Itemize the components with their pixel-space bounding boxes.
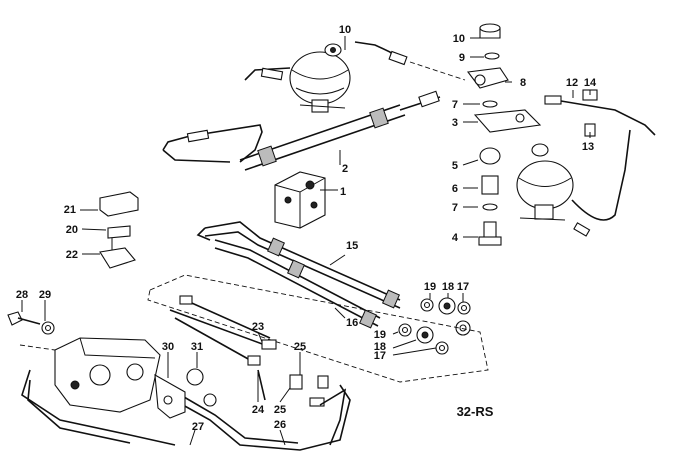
callout-24: 24: [252, 404, 265, 416]
callout-12: 12: [566, 77, 578, 89]
callout-17-lower: 17: [374, 350, 386, 362]
pressure-accumulator-upper: [289, 43, 351, 113]
callout-16: 16: [346, 317, 358, 329]
callout-9: 9: [459, 52, 465, 64]
bolt-washer-28-29: [7, 311, 55, 335]
callout-11: 10: [339, 24, 351, 36]
callout-25-lower: 25: [274, 404, 286, 416]
sensor-bracket-group: [99, 191, 139, 269]
callout-2: 2: [342, 163, 348, 175]
assembly-outline: [147, 274, 489, 383]
callout-20: 20: [66, 224, 78, 236]
callout-19-lower: 19: [374, 329, 386, 341]
hydraulic-pump: [19, 337, 176, 446]
callout-22: 22: [66, 249, 78, 261]
callout-25-upper: 25: [294, 341, 306, 353]
callout-1: 1: [340, 186, 346, 198]
callout-7-upper: 7: [452, 99, 458, 111]
callout-31: 31: [191, 341, 203, 353]
leader-lines: [21, 36, 591, 446]
washer-set-lower: [398, 320, 471, 355]
callout-labels: 10 1 2 3 4 5 6 7 7 8 9 10 12 13 14 15 16…: [16, 24, 597, 433]
callout-3: 3: [452, 117, 458, 129]
pressure-accumulator-right: [516, 89, 656, 237]
upper-brake-line: [162, 41, 466, 163]
callout-7-lower: 7: [452, 202, 458, 214]
brake-hoses-15-16: [196, 221, 401, 329]
callout-5: 5: [452, 160, 458, 172]
brake-distributor-1: [274, 171, 338, 229]
callout-29: 29: [39, 289, 51, 301]
callout-26: 26: [274, 419, 286, 431]
callout-27: 27: [192, 421, 204, 433]
callout-23: 23: [252, 321, 264, 333]
callout-18-upper: 18: [442, 281, 454, 293]
callout-8: 8: [520, 77, 526, 89]
callout-19-upper: 19: [424, 281, 436, 293]
bracket-clip-30-31: [154, 368, 217, 419]
brake-hose-2: [239, 90, 441, 171]
callout-17-upper: 17: [457, 281, 469, 293]
callout-18-lower: 18: [374, 341, 386, 353]
callout-6: 6: [452, 183, 458, 195]
callout-13: 13: [582, 141, 594, 153]
callout-10: 10: [453, 33, 465, 45]
callout-28: 28: [16, 289, 28, 301]
callout-14: 14: [584, 77, 597, 89]
washer-set-upper: [420, 297, 471, 315]
callout-30: 30: [162, 341, 174, 353]
callout-4: 4: [452, 232, 459, 244]
diagram-code: 32-RS: [457, 404, 494, 419]
callout-15: 15: [346, 240, 358, 252]
valve-stack-right: [466, 23, 542, 246]
callout-21: 21: [64, 204, 76, 216]
lower-brake-pipes: [164, 295, 351, 451]
